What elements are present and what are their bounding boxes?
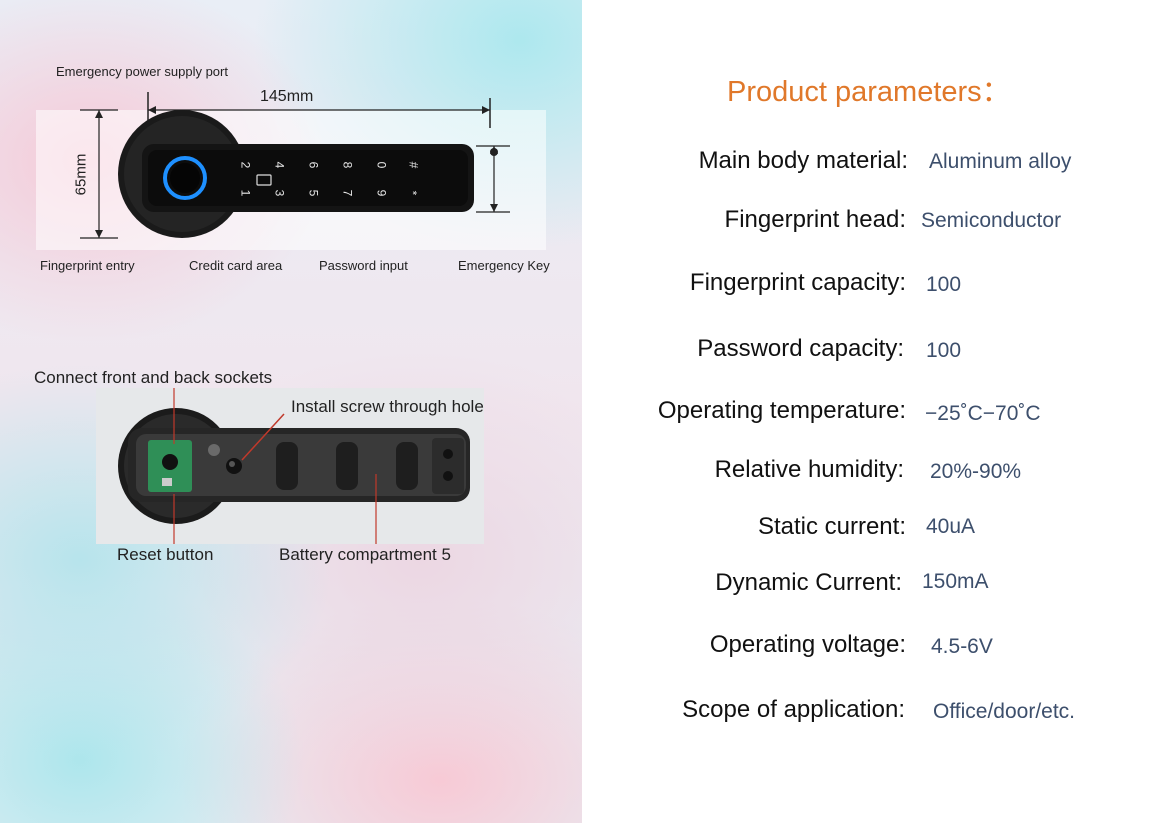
params-title: Product parameters： [727,76,1011,108]
param-value-pw-capacity: 100 [926,339,962,362]
param-label-pw-capacity: Password capacity: [697,335,904,362]
param-label-material: Main body material: [698,147,908,174]
card-area-icon [256,174,272,186]
fingerprint-sensor-icon [163,156,207,200]
left-panel: 2 4 6 8 0 #1 3 5 7 9 * Emergency power supply port… [0,0,582,823]
label-reset: Reset button [117,545,214,564]
keypad-key: 9 [374,189,389,197]
keypad-key: 5 [306,189,321,197]
param-value-fp-head: Semiconductor [921,209,1062,232]
param-value-humidity: 20%-90% [930,460,1022,483]
param-label-fp-head: Fingerprint head: [724,206,906,233]
param-label-humidity: Relative humidity: [714,456,904,483]
param-label-static-current: Static current: [757,513,906,540]
keypad-key: 7 [340,189,355,197]
param-value-dynamic-current: 150mA [922,570,989,593]
keypad-key: 6 [306,161,321,169]
label-credit-card-area: Credit card area [189,258,283,273]
keypad-key: * [405,190,420,196]
keypad-key: 2 [238,161,253,169]
param-label-dynamic-current: Dynamic Current: [715,569,902,596]
param-value-static-current: 40uA [926,515,976,538]
param-value-temperature: −25˚C−70˚C [925,402,1041,425]
param-label-voltage: Operating voltage: [709,631,906,658]
keypad-key: 3 [272,189,287,197]
param-label-scope: Scope of application: [682,696,905,723]
param-value-scope: Office/door/etc. [933,700,1076,723]
param-value-voltage: 4.5-6V [931,635,993,658]
param-value-material: Aluminum alloy [929,150,1072,173]
keypad-key: # [406,161,421,169]
param-label-temperature: Operating temperature: [657,397,906,424]
param-value-fp-capacity: 100 [926,273,962,296]
keypad-key: 0 [374,161,389,169]
label-emergency-key: Emergency Key [458,258,550,273]
label-width: 145mm [260,88,314,105]
keypad-key: 1 [238,189,253,197]
label-screw: Install screw through hole [291,397,484,416]
param-label-fp-capacity: Fingerprint capacity: [689,269,906,296]
lock-diagram [80,92,510,239]
keypad-key: 8 [340,161,355,169]
label-password-input: Password input [319,258,408,273]
label-height: 65mm [72,153,90,196]
keypad-key: 4 [272,161,287,169]
label-fingerprint-entry: Fingerprint entry [40,258,135,273]
label-sockets: Connect front and back sockets [34,368,273,387]
lock-internal-illustration [118,388,470,544]
lock-internal-photo [96,388,484,544]
label-battery: Battery compartment 5 [279,545,451,564]
label-emergency-port: Emergency power supply port [56,64,228,79]
